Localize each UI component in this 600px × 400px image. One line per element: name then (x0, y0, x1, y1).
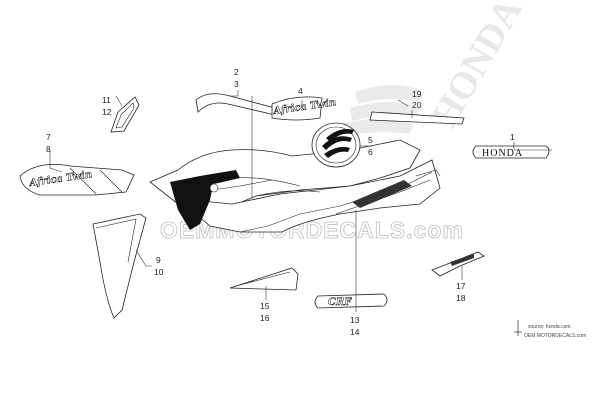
callout-17-lower: 18 (456, 293, 466, 303)
callout-7: 7 8 (46, 132, 51, 154)
callout-5: 5 6 (368, 135, 373, 157)
honda-watermark-text: HONDA (423, 0, 530, 134)
callout-17: 17 18 (456, 281, 466, 303)
callout-9-upper: 9 (156, 255, 161, 265)
callout-5-lower: 6 (368, 147, 373, 157)
callout-2-lower: 3 (234, 79, 239, 89)
callout-17-upper: 17 (456, 281, 466, 291)
decal-part-1: HONDA (472, 145, 550, 159)
decal-part-13: CRF (314, 293, 388, 309)
callout-19-upper: 19 (412, 89, 422, 99)
source-credit-line2: OEM MOTORDECALS.com (524, 333, 586, 339)
decal-part-7: Africa Twin (19, 163, 135, 196)
callout-2: 2 3 (234, 67, 239, 89)
honda-watermark: HONDA (423, 0, 530, 134)
decal-13-script: CRF (328, 297, 352, 308)
decal-part-5 (311, 122, 361, 168)
decal-part-4: Africa Twin (271, 96, 337, 121)
source-credit-line1: source: honda.com (528, 324, 571, 330)
decal-part-17 (431, 251, 485, 277)
callout-7-lower: 8 (46, 144, 51, 154)
decal-part-19 (369, 111, 465, 125)
wing-watermark (340, 85, 425, 137)
decal-part-11 (110, 96, 140, 133)
callout-4: 4 (298, 86, 303, 96)
leader-lines (49, 90, 552, 312)
callout-4-upper: 4 (298, 86, 303, 96)
callout-11-lower: 12 (102, 107, 112, 117)
callout-19-lower: 20 (412, 100, 422, 110)
source-credit: source: honda.com OEM MOTORDECALS.com (514, 320, 586, 339)
callout-13-lower: 14 (350, 327, 360, 337)
callout-19: 19 20 (412, 89, 422, 110)
callout-13: 13 14 (350, 315, 360, 337)
decal-part-9 (92, 213, 147, 319)
callout-13-upper: 13 (350, 315, 360, 325)
callout-15: 15 16 (260, 301, 270, 323)
decal-part-15 (229, 267, 299, 291)
callout-7-upper: 7 (46, 132, 51, 142)
callout-9: 9 10 (154, 255, 164, 277)
callout-9-lower: 10 (154, 267, 164, 277)
callout-1-upper: 1 (510, 132, 515, 142)
callout-1: 1 (510, 132, 515, 142)
honda-wordmark: HONDA (482, 148, 523, 159)
callout-15-upper: 15 (260, 301, 270, 311)
callout-5-upper: 5 (368, 135, 373, 145)
callout-2-upper: 2 (234, 67, 239, 77)
callout-11: 11 12 (102, 95, 112, 117)
callout-15-lower: 16 (260, 313, 270, 323)
callout-11-upper: 11 (102, 95, 111, 105)
